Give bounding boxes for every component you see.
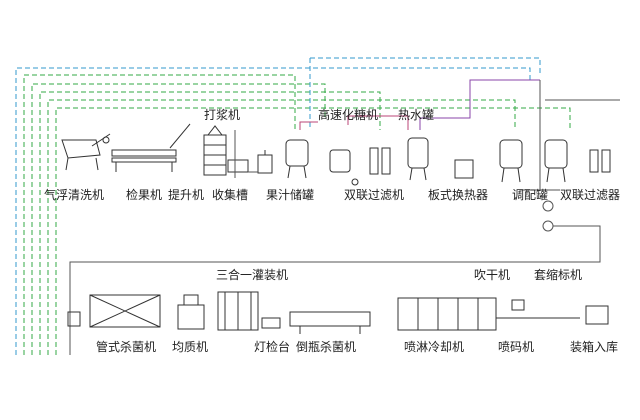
homogenizer-icon xyxy=(177,294,205,330)
conveyor-icon xyxy=(111,123,191,172)
label-reshuiguan: 热水罐 xyxy=(398,108,435,122)
label-tisheng: 提升机 xyxy=(168,188,205,202)
label-taosuo: 套缩标机 xyxy=(534,268,583,282)
tunnel-icon xyxy=(289,297,497,334)
tank-icon xyxy=(257,137,611,186)
label-guanshi: 管式杀菌机 xyxy=(96,340,157,354)
label-shuanglian1: 双联过滤机 xyxy=(344,188,405,202)
label-daoping: 倒瓶杀菌机 xyxy=(296,340,357,354)
coding-machine-icon xyxy=(496,299,609,325)
label-guozhi: 果汁储罐 xyxy=(266,188,315,202)
label-banshi: 板式换热器 xyxy=(428,188,489,202)
filling-machine-icon xyxy=(217,291,281,331)
label-chuigan: 吹干机 xyxy=(474,268,511,282)
label-zhuangxiang: 装箱入库 xyxy=(570,340,619,354)
label-qifu: 气浮清洗机 xyxy=(44,188,105,202)
label-shuanglian2: 双联过滤器 xyxy=(560,188,621,202)
label-gaosu: 高速化糖机 xyxy=(318,108,379,122)
label-shouji: 收集槽 xyxy=(212,188,249,202)
label-penlin: 喷淋冷却机 xyxy=(404,340,465,354)
elevator-icon xyxy=(203,125,249,176)
main-pipe xyxy=(69,130,601,355)
label-junzhi: 均质机 xyxy=(172,340,209,354)
washing-machine-icon xyxy=(61,133,111,171)
pipe-lines xyxy=(299,79,541,190)
label-dajiangji: 打浆机 xyxy=(204,108,241,122)
utility-lines xyxy=(15,57,620,355)
label-dengjian: 灯检台 xyxy=(254,340,291,354)
label-jianguo: 检果机 xyxy=(126,188,163,202)
label-penma: 喷码机 xyxy=(498,340,535,354)
label-tiaopei: 调配罐 xyxy=(512,188,549,202)
sterilizer-icon xyxy=(67,294,161,328)
label-sanhe: 三合一灌装机 xyxy=(216,268,289,282)
